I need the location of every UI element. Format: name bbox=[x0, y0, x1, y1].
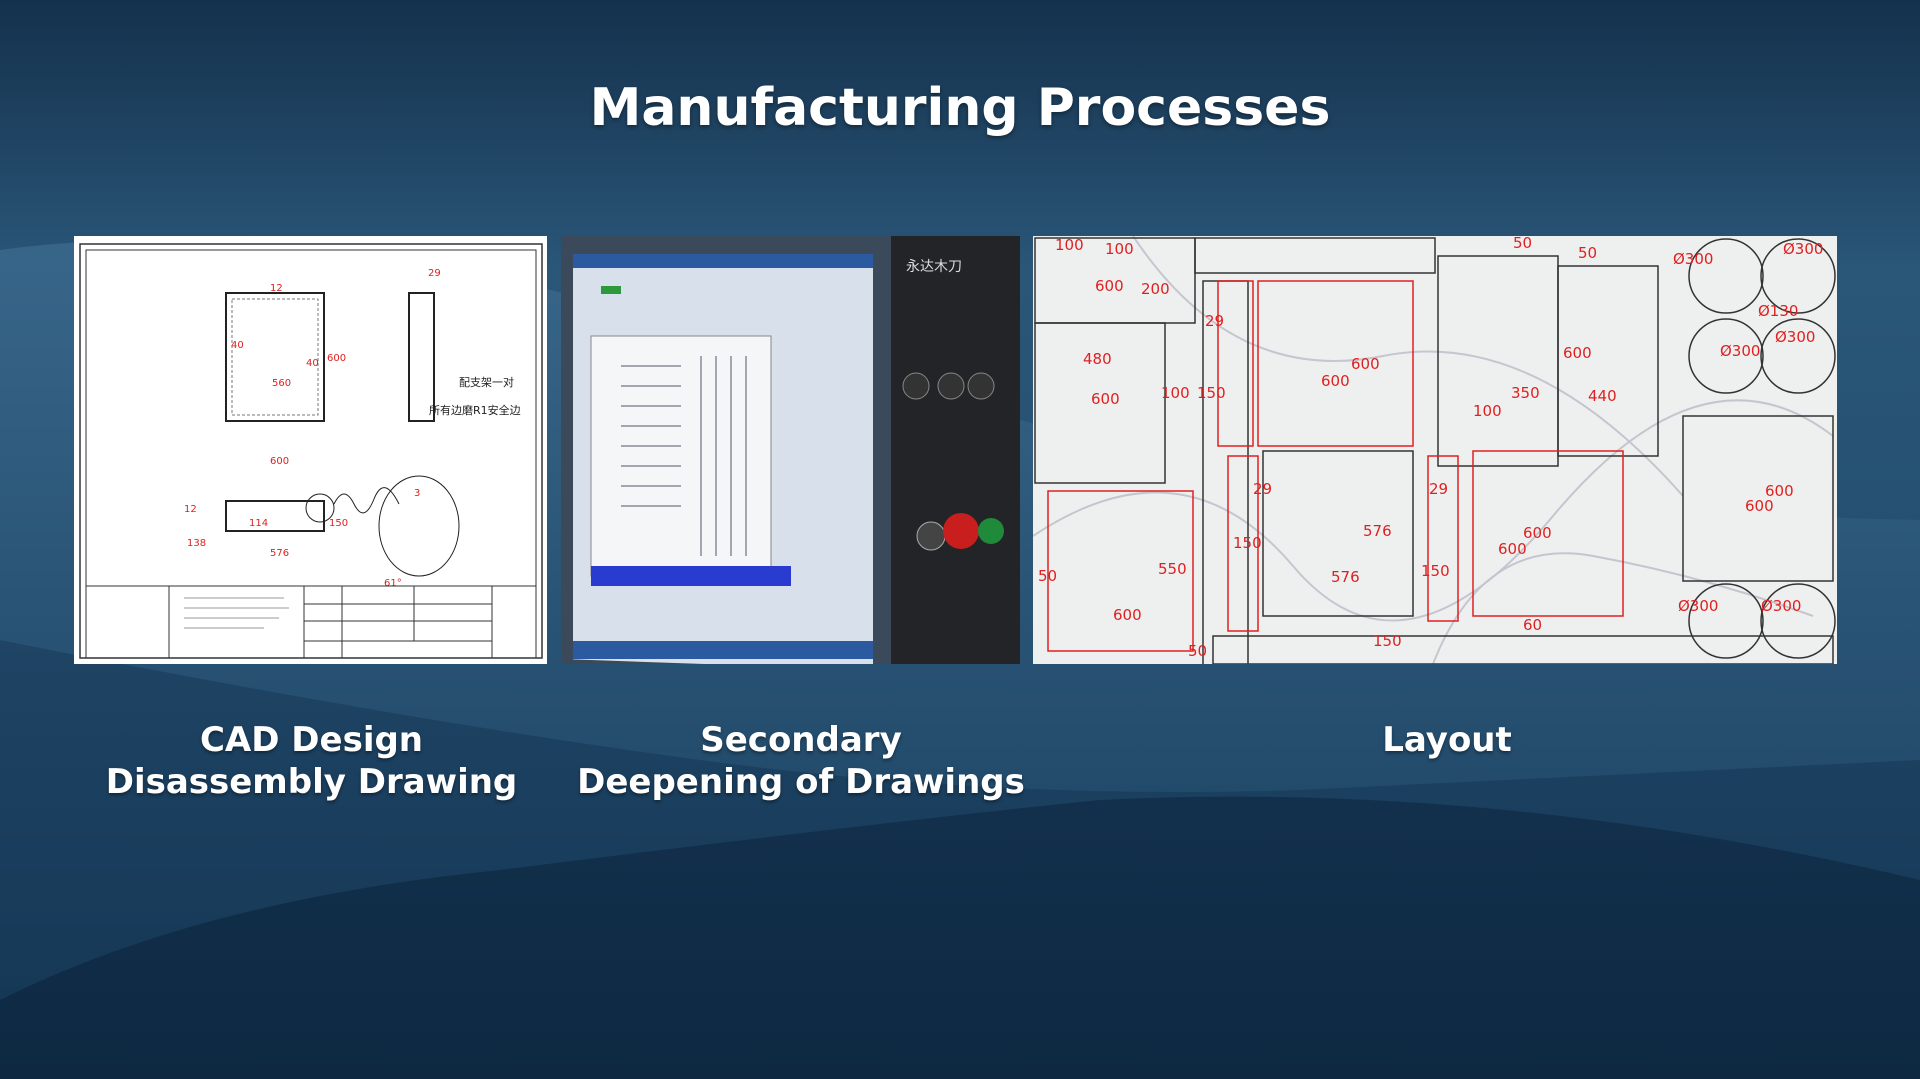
svg-text:600: 600 bbox=[1095, 277, 1124, 295]
caption-line: Disassembly Drawing bbox=[105, 762, 518, 802]
svg-text:Ø300: Ø300 bbox=[1775, 328, 1815, 346]
svg-text:Ø300: Ø300 bbox=[1720, 342, 1760, 360]
svg-text:150: 150 bbox=[1421, 562, 1450, 580]
svg-text:Ø300: Ø300 bbox=[1783, 240, 1823, 258]
svg-text:12: 12 bbox=[184, 504, 197, 515]
svg-text:200: 200 bbox=[1141, 280, 1170, 298]
svg-text:50: 50 bbox=[1578, 244, 1597, 262]
caption-layout: Layout bbox=[1247, 719, 1647, 761]
svg-text:600: 600 bbox=[1091, 390, 1120, 408]
svg-text:150: 150 bbox=[329, 518, 348, 529]
svg-text:350: 350 bbox=[1511, 384, 1540, 402]
svg-text:29: 29 bbox=[1253, 480, 1272, 498]
caption-line: Deepening of Drawings bbox=[577, 762, 1025, 802]
caption-line: CAD Design bbox=[199, 720, 424, 760]
svg-text:永达木刀: 永达木刀 bbox=[906, 259, 962, 275]
svg-text:29: 29 bbox=[1429, 480, 1448, 498]
svg-text:Ø130: Ø130 bbox=[1758, 302, 1798, 320]
svg-text:114: 114 bbox=[249, 518, 268, 529]
svg-text:150: 150 bbox=[1233, 534, 1262, 552]
svg-text:61°: 61° bbox=[384, 578, 402, 589]
svg-text:576: 576 bbox=[1363, 522, 1392, 540]
svg-text:600: 600 bbox=[1765, 482, 1794, 500]
svg-text:150: 150 bbox=[1197, 384, 1226, 402]
svg-text:50: 50 bbox=[1513, 236, 1532, 252]
svg-text:100: 100 bbox=[1161, 384, 1190, 402]
caption-line: Layout bbox=[1382, 720, 1512, 760]
svg-text:50: 50 bbox=[1038, 567, 1057, 585]
caption-line: Secondary bbox=[700, 720, 902, 760]
svg-text:600: 600 bbox=[1523, 524, 1552, 542]
svg-text:Ø300: Ø300 bbox=[1761, 597, 1801, 615]
svg-text:550: 550 bbox=[1158, 560, 1187, 578]
svg-text:60: 60 bbox=[1523, 616, 1542, 634]
svg-text:600: 600 bbox=[1563, 344, 1592, 362]
svg-text:3: 3 bbox=[414, 488, 420, 499]
svg-text:100: 100 bbox=[1105, 240, 1134, 258]
svg-text:150: 150 bbox=[1373, 632, 1402, 650]
svg-text:600: 600 bbox=[1745, 497, 1774, 515]
slide-title: Manufacturing Processes bbox=[589, 78, 1331, 138]
svg-text:所有边磨R1安全边: 所有边磨R1安全边 bbox=[429, 403, 521, 417]
svg-text:50: 50 bbox=[1188, 642, 1207, 660]
svg-text:600: 600 bbox=[270, 456, 289, 467]
caption-secondary-deepening: Secondary Deepening of Drawings bbox=[561, 719, 1041, 803]
svg-text:600: 600 bbox=[1113, 606, 1142, 624]
svg-text:29: 29 bbox=[428, 268, 441, 279]
svg-text:138: 138 bbox=[187, 538, 206, 549]
svg-text:40: 40 bbox=[231, 340, 244, 351]
cnc-screen-image: 永达木刀 bbox=[561, 236, 1020, 664]
svg-text:560: 560 bbox=[272, 378, 291, 389]
svg-text:576: 576 bbox=[270, 548, 289, 559]
svg-text:Ø300: Ø300 bbox=[1673, 250, 1713, 268]
caption-cad-design: CAD Design Disassembly Drawing bbox=[74, 719, 549, 803]
svg-text:480: 480 bbox=[1083, 350, 1112, 368]
svg-text:600: 600 bbox=[1321, 372, 1350, 390]
svg-text:Ø300: Ø300 bbox=[1678, 597, 1718, 615]
svg-text:40: 40 bbox=[306, 358, 319, 369]
svg-text:配支架一对: 配支架一对 bbox=[459, 375, 514, 389]
svg-text:29: 29 bbox=[1205, 312, 1224, 330]
svg-text:600: 600 bbox=[1498, 540, 1527, 558]
svg-text:100: 100 bbox=[1055, 236, 1084, 254]
svg-text:600: 600 bbox=[1351, 355, 1380, 373]
svg-text:100: 100 bbox=[1473, 402, 1502, 420]
svg-text:12: 12 bbox=[270, 283, 283, 294]
svg-text:600: 600 bbox=[327, 353, 346, 364]
svg-text:576: 576 bbox=[1331, 568, 1360, 586]
svg-text:440: 440 bbox=[1588, 387, 1617, 405]
